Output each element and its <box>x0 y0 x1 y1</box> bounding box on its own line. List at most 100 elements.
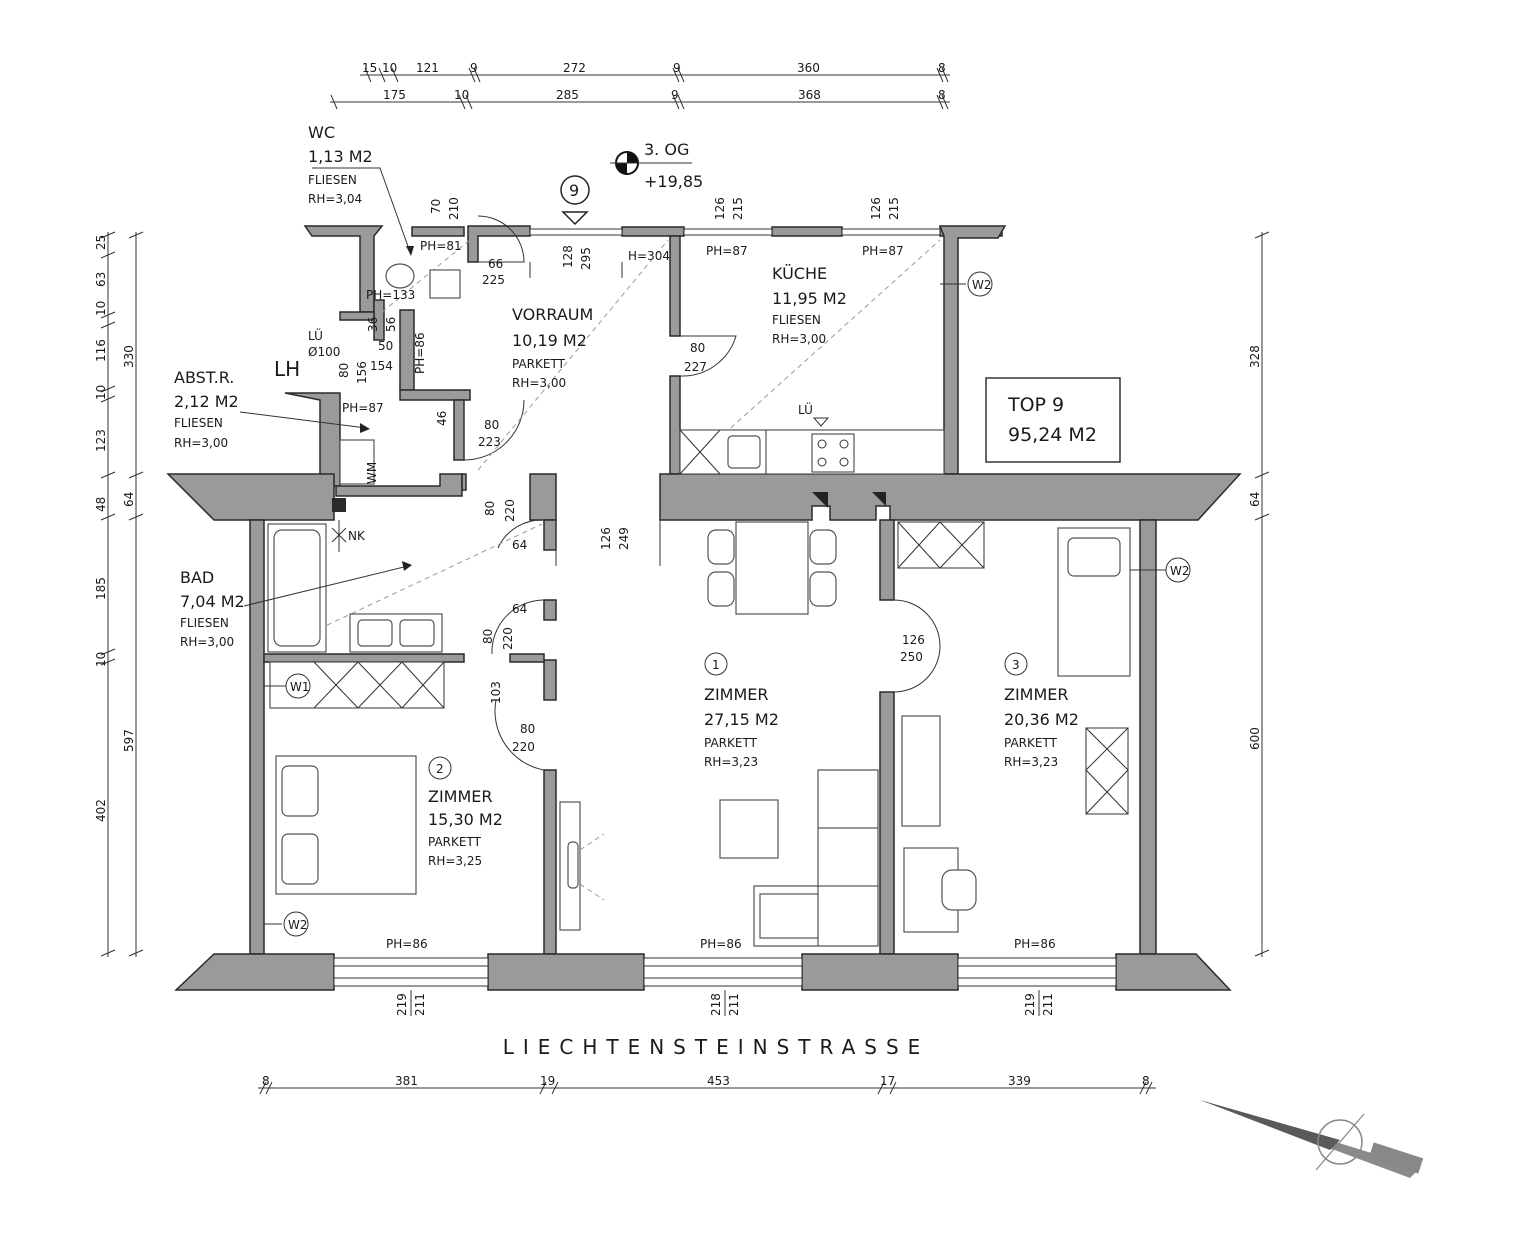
bw1-b: 211 <box>413 993 427 1016</box>
fixtures <box>264 283 1166 925</box>
room-number: 3 <box>1012 658 1020 672</box>
ph86-3: PH=86 <box>1014 937 1056 951</box>
entry-h: 295 <box>579 247 593 270</box>
dim-left-inner-3: 597 <box>122 729 136 752</box>
dim-bottom-6: 339 <box>1008 1074 1031 1088</box>
top-opening-w: 70 <box>429 199 443 214</box>
d156: 156 <box>355 361 369 384</box>
d64a: 64 <box>512 538 527 552</box>
room-zimmer-2: 2 ZIMMER 15,30 M2 PARKETT RH=3,25 <box>428 756 503 868</box>
lu-dia: Ø100 <box>308 345 340 359</box>
w2-kitchen: W2 <box>972 278 992 292</box>
dim-top-4: 9 <box>470 61 478 75</box>
floor-level: +19,85 <box>644 172 703 191</box>
room-height: RH=3,23 <box>704 755 758 769</box>
dim-left-4: 116 <box>94 339 108 362</box>
room-height: RH=3,23 <box>1004 755 1058 769</box>
room-area: 1,13 M2 <box>308 147 373 166</box>
w2-zimmer2: W2 <box>288 918 308 932</box>
top-opening-h: 210 <box>447 197 461 220</box>
dim-right-3: 600 <box>1248 727 1262 750</box>
dim-bottom-5: 17 <box>880 1074 895 1088</box>
dim-left-7: 48 <box>94 497 108 512</box>
stair-number: 9 <box>569 181 579 200</box>
walls <box>166 225 1242 991</box>
bad-door-h: 220 <box>503 499 517 522</box>
room-number: 2 <box>436 762 444 776</box>
room-area: 11,95 M2 <box>772 289 847 308</box>
dim-bottom-4: 453 <box>707 1074 730 1088</box>
room-abstr: ABST.R. 2,12 M2 FLIESEN RH=3,00 <box>174 368 370 450</box>
dim-bottom-3: 19 <box>540 1074 555 1088</box>
bw2-a: 218 <box>709 993 723 1016</box>
north-arrow-icon <box>1200 1100 1424 1178</box>
windows <box>333 228 1117 987</box>
dim-top2-3: 285 <box>556 88 579 102</box>
bw2-b: 211 <box>727 993 741 1016</box>
room-area: 20,36 M2 <box>1004 710 1079 729</box>
dim-top-6: 9 <box>673 61 681 75</box>
unit-name: TOP 9 <box>1007 394 1064 416</box>
room-area: 2,12 M2 <box>174 392 239 411</box>
dim-top-8: 8 <box>938 61 946 75</box>
street-name: LIECHTENSTEINSTRASSE <box>503 1035 930 1059</box>
room-area: 7,04 M2 <box>180 592 245 611</box>
lu-label: LÜ <box>308 327 323 343</box>
dim-bottom-7: 8 <box>1142 1074 1150 1088</box>
room-height: RH=3,04 <box>308 192 362 206</box>
room-zimmer-1: 1 ZIMMER 27,15 M2 PARKETT RH=3,23 <box>704 652 779 769</box>
room-name: KÜCHE <box>772 264 827 283</box>
abst-door-h: 223 <box>478 435 501 449</box>
room-floor: FLIESEN <box>180 616 229 630</box>
dim-left-8: 185 <box>94 577 108 600</box>
bw1-a: 219 <box>395 993 409 1016</box>
annotations: PH=81 66 225 PH=133 LÜ Ø100 36 56 50 154… <box>308 197 1056 1016</box>
kitchen-lu: LÜ <box>798 401 813 417</box>
top-dimension-chains: 15 10 121 9 272 9 360 8 175 10 285 9 368… <box>330 61 950 110</box>
w2-zimmer3: W2 <box>1170 564 1190 578</box>
room-kueche: KÜCHE 11,95 M2 FLIESEN RH=3,00 <box>772 264 847 346</box>
z1-open-w: 126 <box>599 527 613 550</box>
room-name: VORRAUM <box>512 305 593 324</box>
room-name: ZIMMER <box>704 685 769 704</box>
right-dimension-chain: 328 64 600 <box>1248 231 1270 957</box>
room-number: 1 <box>712 658 720 672</box>
z1-open-h: 249 <box>617 527 631 550</box>
dim-left-inner-1: 330 <box>122 345 136 368</box>
ph133: PH=133 <box>366 288 415 302</box>
dim-top2-1: 175 <box>383 88 406 102</box>
kw1-b: 215 <box>731 197 745 220</box>
kph1: PH=87 <box>706 244 748 258</box>
dim-top2-2: 10 <box>454 88 469 102</box>
room-floor: FLIESEN <box>772 313 821 327</box>
dim-top2-6: 8 <box>938 88 946 102</box>
room-floor: PARKETT <box>512 357 566 371</box>
w1-marker: W1 <box>290 680 310 694</box>
ph86-1: PH=86 <box>386 937 428 951</box>
room-height: RH=3,00 <box>772 332 826 346</box>
abst-door-w: 80 <box>484 418 499 432</box>
room-name: ABST.R. <box>174 368 234 387</box>
room-area: 15,30 M2 <box>428 810 503 829</box>
room-area: 10,19 M2 <box>512 331 587 350</box>
dim-left-5: 10 <box>94 385 108 400</box>
d46: 46 <box>435 411 449 426</box>
room-height: RH=3,25 <box>428 854 482 868</box>
bad-door-w: 80 <box>483 501 497 516</box>
wc-door-w: 66 <box>488 257 503 271</box>
wm-label: WM <box>365 462 379 484</box>
kw2-a: 126 <box>869 197 883 220</box>
dim-top-5: 272 <box>563 61 586 75</box>
bottom-dimension-chain: 8 381 19 453 17 339 8 <box>258 1074 1156 1095</box>
wc-ph: PH=81 <box>420 239 462 253</box>
dim-left-6: 123 <box>94 429 108 452</box>
room-name: ZIMMER <box>428 787 493 806</box>
room-floor: FLIESEN <box>174 416 223 430</box>
floor-label: 3. OG <box>644 140 689 159</box>
ph86-2: PH=86 <box>700 937 742 951</box>
dim-right-1: 328 <box>1248 345 1262 368</box>
wc-door-h: 225 <box>482 273 505 287</box>
dim-top-3: 121 <box>416 61 439 75</box>
room-zimmer-3: 3 ZIMMER 20,36 M2 PARKETT RH=3,23 <box>1004 652 1079 769</box>
